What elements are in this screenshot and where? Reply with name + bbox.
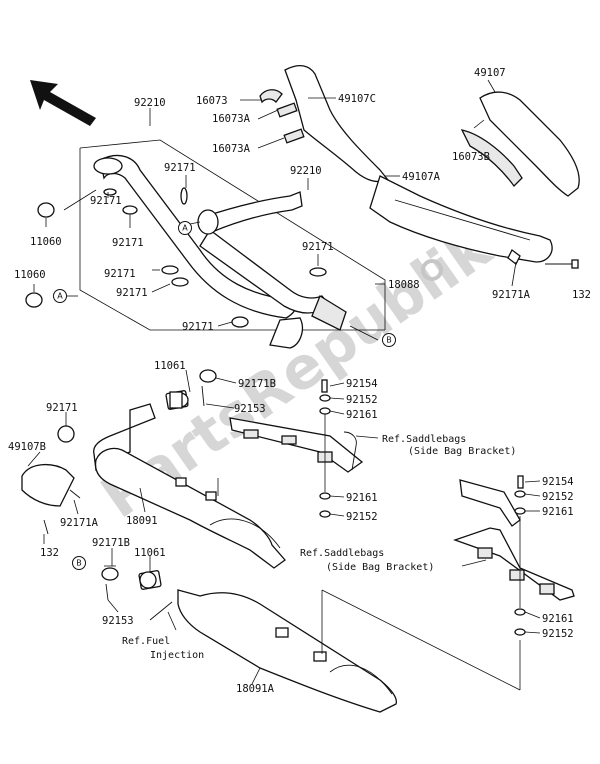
label-92153: 92153 bbox=[234, 403, 266, 415]
label-92210: 92210 bbox=[290, 165, 322, 177]
label-16073a: 16073A bbox=[212, 113, 251, 125]
gasket-11060-b bbox=[25, 292, 43, 308]
label-92152: 92152 bbox=[346, 394, 378, 406]
label-92171a: 92171A bbox=[60, 517, 99, 529]
label-92152: 92152 bbox=[542, 628, 574, 640]
marker-a-left: A bbox=[53, 289, 67, 303]
heat-shield-49107a bbox=[369, 175, 553, 263]
label-92171: 92171 bbox=[46, 402, 78, 414]
heat-shield-49107b bbox=[21, 464, 81, 507]
ref-saddlebags-lower: Ref.Saddlebags bbox=[300, 548, 384, 559]
label-92171: 92171 bbox=[164, 162, 196, 174]
ref-saddlebags-upper: Ref.Saddlebags bbox=[382, 434, 466, 445]
heat-shield-49107c bbox=[259, 64, 390, 183]
front-direction-arrow bbox=[30, 80, 96, 126]
label-49107c: 49107C bbox=[338, 93, 376, 105]
label-92171: 92171 bbox=[302, 241, 334, 253]
label-11060: 11060 bbox=[30, 236, 62, 248]
gear-watermark-icon bbox=[421, 259, 443, 281]
label-92161: 92161 bbox=[346, 409, 378, 421]
label-92153: 92153 bbox=[102, 615, 134, 627]
label-92171: 92171 bbox=[90, 195, 122, 207]
label-18091a: 18091A bbox=[236, 683, 275, 695]
connector-tube-11061-a bbox=[169, 369, 217, 409]
bolt-132-a bbox=[545, 259, 579, 269]
clamp-group bbox=[103, 187, 327, 328]
leader-lines bbox=[27, 79, 541, 691]
washer-nut-column bbox=[319, 379, 526, 636]
label-11060: 11060 bbox=[14, 269, 46, 281]
label-18091: 18091 bbox=[126, 515, 158, 527]
svg-text:B: B bbox=[76, 559, 82, 568]
saddlebag-bracket-lower bbox=[453, 479, 575, 601]
label-92154: 92154 bbox=[346, 378, 378, 390]
label-92154: 92154 bbox=[542, 476, 574, 488]
label-92171b: 92171B bbox=[238, 378, 276, 390]
label-132: 132 bbox=[572, 289, 591, 301]
marker-b-lower: B bbox=[72, 556, 86, 570]
label-92152: 92152 bbox=[542, 491, 574, 503]
label-49107a: 49107A bbox=[402, 171, 441, 183]
bolt-132-b bbox=[43, 519, 49, 535]
svg-text:B: B bbox=[386, 336, 392, 345]
svg-text:A: A bbox=[182, 224, 188, 233]
label-16073b: 16073B bbox=[452, 151, 490, 163]
svg-text:A: A bbox=[57, 292, 63, 301]
gasket-11060-a bbox=[37, 202, 55, 218]
heat-shield-49107 bbox=[460, 91, 580, 197]
reference-notes: Ref.Saddlebags (Side Bag Bracket) Ref.Sa… bbox=[122, 434, 516, 661]
label-16073a: 16073A bbox=[212, 143, 251, 155]
label-49107: 49107 bbox=[474, 67, 506, 79]
label-49107b: 49107B bbox=[8, 441, 46, 453]
label-11061: 11061 bbox=[154, 360, 186, 372]
label-92152: 92152 bbox=[346, 511, 378, 523]
label-11061: 11061 bbox=[134, 547, 166, 559]
label-92161: 92161 bbox=[542, 506, 574, 518]
label-92210: 92210 bbox=[134, 97, 166, 109]
label-92171: 92171 bbox=[116, 287, 148, 299]
ref-injection: Injection bbox=[150, 650, 204, 661]
label-92171: 92171 bbox=[104, 268, 136, 280]
label-92171a: 92171A bbox=[492, 289, 531, 301]
label-18088: 18088 bbox=[388, 279, 420, 291]
label-16073: 16073 bbox=[196, 95, 228, 107]
ref-side-bag-bracket-upper: (Side Bag Bracket) bbox=[408, 446, 516, 457]
clamp-92171-left bbox=[57, 425, 75, 443]
ref-side-bag-bracket-lower: (Side Bag Bracket) bbox=[326, 562, 434, 573]
label-92161: 92161 bbox=[542, 613, 574, 625]
label-92171: 92171 bbox=[112, 237, 144, 249]
fuel-injection-part bbox=[149, 601, 173, 621]
label-92171b: 92171B bbox=[92, 537, 130, 549]
connector-tube-11061-b bbox=[101, 567, 157, 601]
marker-b-right: B bbox=[382, 333, 396, 347]
label-92161: 92161 bbox=[346, 492, 378, 504]
label-132: 132 bbox=[40, 547, 59, 559]
ref-fuel: Ref.Fuel bbox=[122, 636, 170, 647]
label-92171: 92171 bbox=[182, 321, 214, 333]
marker-a-top: A bbox=[178, 221, 192, 235]
header-pipe-18088 bbox=[93, 154, 347, 349]
part-labels: 92210 16073 49107C 16073A 16073A 49107 1… bbox=[8, 67, 591, 695]
